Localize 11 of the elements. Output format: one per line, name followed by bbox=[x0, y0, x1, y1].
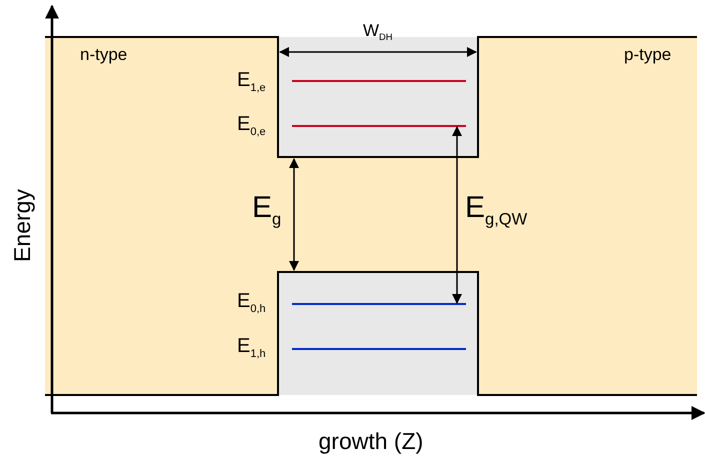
region-label: p-type bbox=[624, 46, 672, 63]
energy-level-label: E$_{1,e}$ bbox=[237, 70, 266, 94]
axis-label: Energy bbox=[10, 188, 34, 262]
axis-label: growth (Z) bbox=[318, 430, 424, 453]
dimension-label: E$_{g,QW}$ bbox=[465, 193, 528, 228]
region-label: n-type bbox=[80, 46, 128, 63]
energy-level-label: E$_{1,h}$ bbox=[237, 336, 266, 360]
dimension-label: E$_{g}$ bbox=[252, 193, 282, 228]
energy-level-label: E$_{0,e}$ bbox=[237, 114, 266, 138]
dimension-label: W$_{DH}$ bbox=[363, 22, 393, 43]
energy-level-label: E$_{0,h}$ bbox=[237, 291, 266, 315]
